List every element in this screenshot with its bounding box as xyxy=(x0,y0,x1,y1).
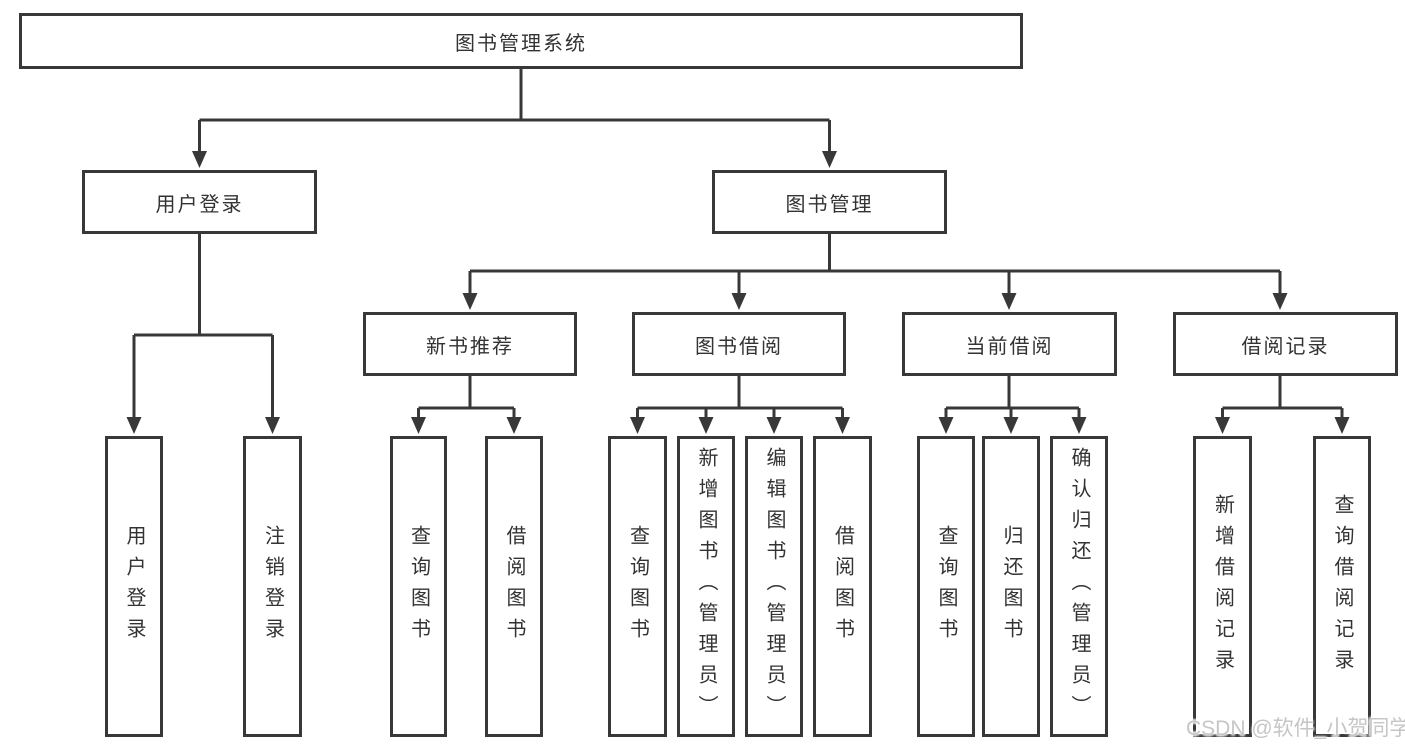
leaf-query-books-borrow: 查询图书 xyxy=(608,436,667,737)
connector-current-borrow-branch xyxy=(938,376,1087,434)
connector-user-login-branch xyxy=(126,234,280,434)
connector-root-branch xyxy=(192,69,837,168)
node-current-borrowing: 当前借阅 xyxy=(902,312,1117,376)
leaf-user-login: 用户登录 xyxy=(105,436,163,737)
node-label: 图书管理系统 xyxy=(455,32,587,55)
leaf-label: 注销登录 xyxy=(261,524,284,649)
csdn-watermark: CSDN @软件_小贺同学 xyxy=(1186,717,1405,740)
leaf-edit-books-admin: 编辑图书（管理员） xyxy=(745,436,803,737)
leaf-label: 查询图书 xyxy=(407,524,430,649)
leaf-label: 归还图书 xyxy=(1000,524,1022,649)
node-label: 借阅记录 xyxy=(1241,335,1330,358)
node-book-management: 图书管理 xyxy=(712,170,947,234)
leaf-label: 查询图书 xyxy=(626,524,649,649)
leaf-label: 新增借阅记录 xyxy=(1211,493,1234,680)
leaf-add-books-admin: 新增图书（管理员） xyxy=(677,436,735,737)
leaf-query-books-recommend: 查询图书 xyxy=(390,436,447,737)
node-label: 当前借阅 xyxy=(965,335,1054,358)
leaf-add-borrow-record: 新增借阅记录 xyxy=(1193,436,1252,737)
leaf-logout: 注销登录 xyxy=(243,436,302,737)
node-user-login: 用户登录 xyxy=(82,170,317,234)
leaf-confirm-return-admin: 确认归还（管理员） xyxy=(1050,436,1108,737)
leaf-return-books: 归还图书 xyxy=(982,436,1040,737)
leaf-label: 查询图书 xyxy=(935,524,957,649)
connector-borrow-record-branch xyxy=(1215,376,1350,434)
node-new-book-recommendation: 新书推荐 xyxy=(363,312,577,376)
leaf-query-books-current: 查询图书 xyxy=(917,436,975,737)
connector-new-book-branch xyxy=(411,376,522,434)
leaf-borrow-books-recommend: 借阅图书 xyxy=(485,436,543,737)
leaf-label: 编辑图书（管理员） xyxy=(763,447,785,726)
leaf-query-borrow-record: 查询借阅记录 xyxy=(1313,436,1371,737)
connector-book-borrow-branch xyxy=(630,376,850,434)
node-library-system: 图书管理系统 xyxy=(19,13,1023,69)
node-label: 新书推荐 xyxy=(426,335,514,358)
node-label: 图书借阅 xyxy=(695,335,783,358)
leaf-borrow-books: 借阅图书 xyxy=(813,436,872,737)
leaf-label: 借阅图书 xyxy=(503,524,525,649)
leaf-label: 查询借阅记录 xyxy=(1331,493,1353,680)
leaf-label: 新增图书（管理员） xyxy=(695,447,717,726)
leaf-label: 用户登录 xyxy=(123,524,145,649)
connector-book-management-branch xyxy=(462,234,1288,310)
leaf-label: 借阅图书 xyxy=(831,524,854,649)
node-borrowing-records: 借阅记录 xyxy=(1173,312,1398,376)
node-label: 图书管理 xyxy=(785,193,874,216)
node-label: 用户登录 xyxy=(155,193,244,216)
node-book-borrowing: 图书借阅 xyxy=(632,312,846,376)
leaf-label: 确认归还（管理员） xyxy=(1068,447,1090,726)
